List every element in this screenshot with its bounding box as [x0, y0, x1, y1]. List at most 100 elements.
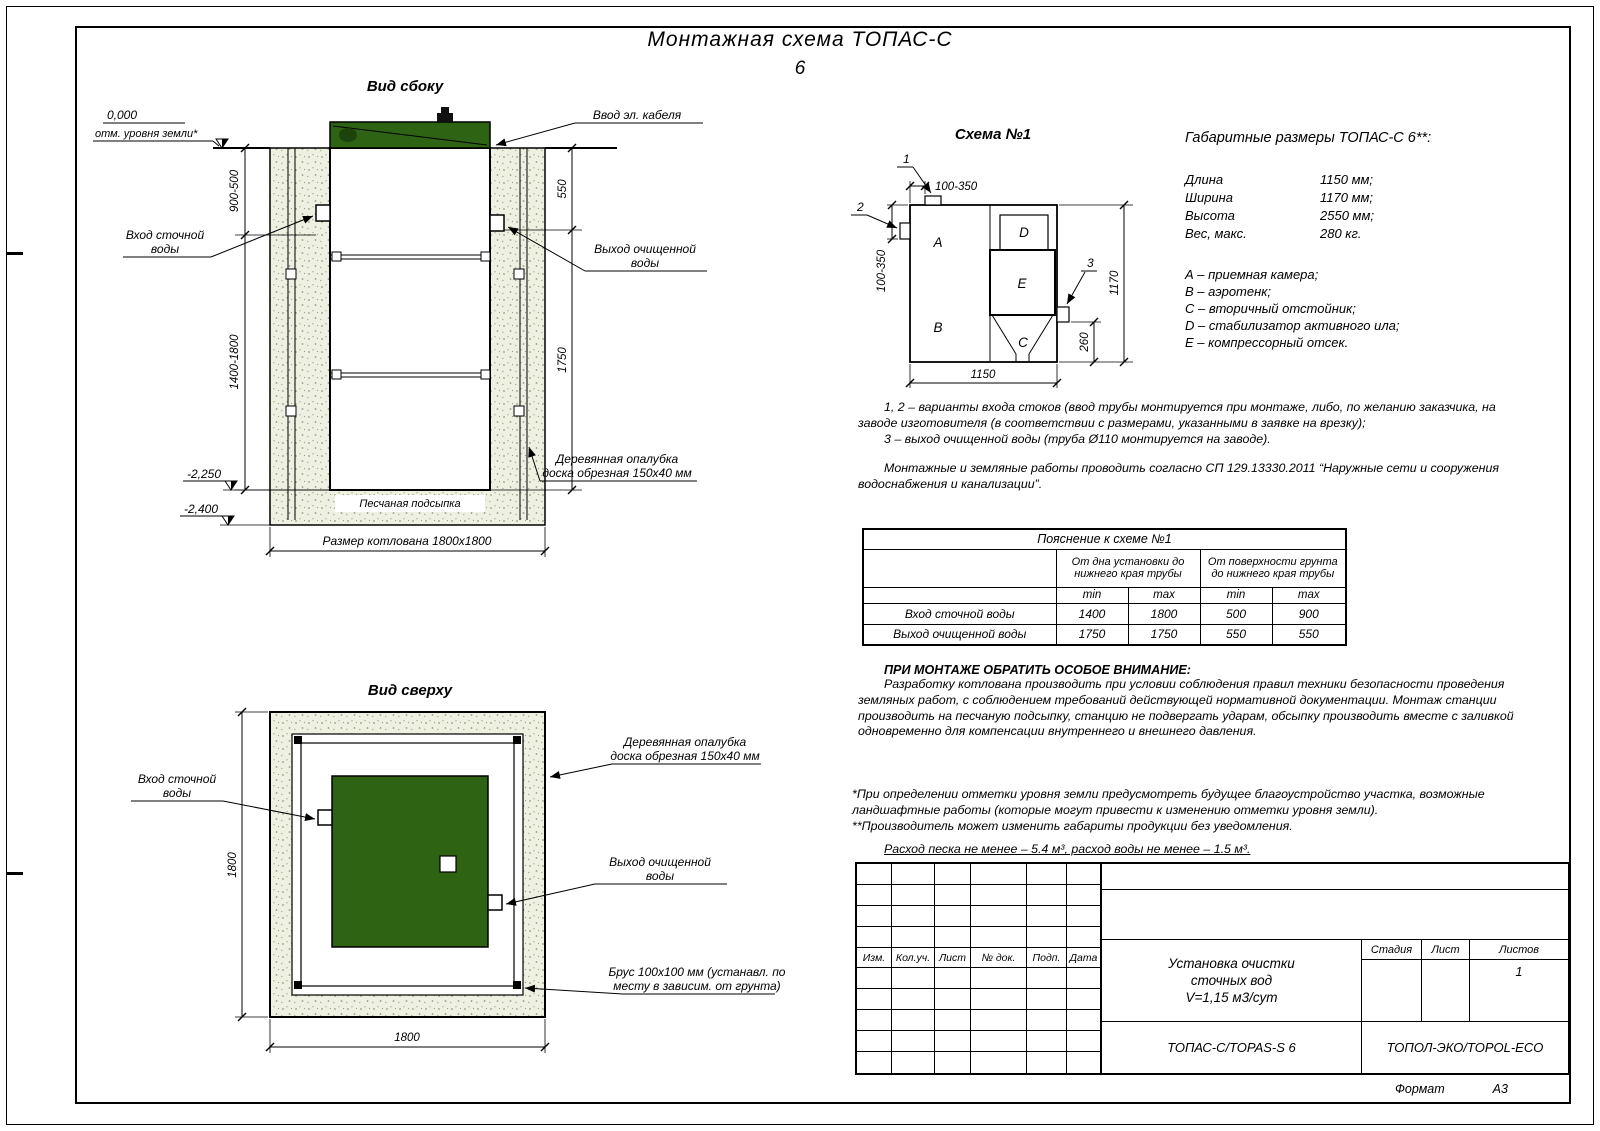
legend-item: D – стабилизатор активного ила;: [1185, 318, 1400, 333]
consumption-note: Расход песка не менее – 5.4 м³, расход в…: [884, 842, 1251, 857]
format-label: Формат: [1395, 1082, 1445, 1096]
svg-text:100-350: 100-350: [876, 249, 888, 292]
scheme1-drawing: Схема №1 A B C D E 1 2 3 100-350: [851, 126, 1133, 388]
tank-lid: [329, 107, 491, 149]
dim-bottom-plan: 1800: [265, 1019, 550, 1053]
svg-text:Песчаная подсыпка: Песчаная подсыпка: [359, 498, 460, 510]
min-header: min: [1199, 586, 1273, 604]
dim-right: 550 1750: [490, 143, 582, 495]
compartment-d-label: D: [1019, 225, 1029, 240]
table-empty-cell: [862, 548, 1057, 588]
col-header-dok: № док.: [971, 947, 1027, 969]
elevation-zero: 0,000 отм. уровня земли*: [93, 108, 229, 149]
svg-text:1800: 1800: [394, 1032, 420, 1044]
dim-label: Высота: [1185, 208, 1235, 223]
formwork-boards: [285, 148, 528, 520]
formwork-callout: Деревянная опалубка доска обрезная 150х4…: [528, 446, 697, 482]
scheme-dim-bottom: 1150: [905, 364, 1062, 388]
svg-text:доска обрезная 150х40 мм: доска обрезная 150х40 мм: [542, 466, 691, 480]
title-block-grid: Изм. Кол.уч. Лист № док. Подп. Дата: [857, 864, 1102, 1073]
svg-text:3: 3: [1087, 256, 1094, 270]
row-value: 550: [1199, 623, 1273, 646]
dim-left-lower: 1400-1800: [229, 334, 241, 390]
formwork-inner: [300, 742, 515, 987]
outlet-pipe-plan: [487, 894, 503, 911]
attention-body: Разработку котлована производить при усл…: [858, 677, 1514, 739]
elevation-pit-bottom: -2,400: [180, 502, 270, 526]
max-header: max: [1271, 586, 1347, 604]
title-block-right: Установка очистки сточных вод V=1,15 м3/…: [1102, 864, 1568, 1073]
svg-text:Деревянная опалубка: Деревянная опалубка: [622, 735, 747, 749]
dim-label: Ширина: [1185, 190, 1234, 205]
table-row: Выход очищенной воды 1750 1750 550 550: [862, 623, 1347, 646]
svg-text:воды: воды: [163, 786, 191, 800]
compartment-c-label: C: [1018, 335, 1028, 350]
beam-callout-plan: Брус 100х100 мм (устанавл. по месту в за…: [524, 965, 785, 995]
row-value: 900: [1271, 602, 1347, 625]
scheme-dim-right: 1170: [1059, 200, 1133, 367]
cable-callout-label: Ввод эл. кабеля: [593, 108, 682, 122]
title-block-main: Установка очистки сточных вод V=1,15 м3/…: [1102, 940, 1568, 1022]
elevation-zero-value: 0,000: [107, 108, 137, 122]
centering-mark: [7, 252, 23, 255]
row-value: 550: [1271, 623, 1347, 646]
dim-left-upper: 900-500: [229, 169, 241, 212]
col-header-data: Дата: [1067, 948, 1100, 969]
title-block-blank-row: [1102, 890, 1568, 940]
sheet-header: Лист: [1422, 940, 1470, 959]
title-block-bottom: ТОПАС-С/TOPAS-S 6 ТОПОЛ-ЭКО/TOPOL-ECO: [1102, 1022, 1568, 1073]
drawing-title-line1: Монтажная схема ТОПАС-С: [647, 28, 953, 51]
outlet-callout-plan: Выход очищенной воды: [505, 855, 727, 906]
table-group1-header: От дна установки до нижнего края трубы: [1055, 548, 1201, 588]
corner-beams: [294, 736, 521, 989]
inlet-variant2-stub: [899, 222, 911, 240]
svg-text:1800: 1800: [227, 852, 239, 878]
vent-plan: [439, 855, 457, 873]
scheme-dim-left: 100-350: [876, 200, 908, 292]
max-header: max: [1127, 586, 1201, 604]
elevation-tank-bottom-value: -2,250: [187, 467, 221, 481]
cable-callout: Ввод эл. кабеля: [495, 108, 703, 147]
dim-value: 2550 мм;: [1320, 208, 1374, 223]
legend-item: Е – компрессорный отсек.: [1185, 335, 1349, 350]
col-header-izm: Изм.: [857, 947, 892, 969]
dim-label: Вес, макс.: [1185, 226, 1247, 241]
pit-size-dim: Размер котлована 1800х1800: [265, 527, 550, 557]
tank-body: [329, 147, 491, 491]
compartment-a-label: A: [932, 235, 942, 250]
svg-text:воды: воды: [151, 242, 179, 256]
callout-3: 3: [1066, 256, 1097, 305]
inlet-pipe-plan: [317, 809, 333, 826]
dim-right-lower: 1750: [557, 347, 569, 373]
svg-text:воды: воды: [646, 869, 674, 883]
sheets-header: Листов: [1498, 943, 1540, 956]
svg-text:Вход сточной: Вход сточной: [138, 772, 217, 786]
overall-dimensions-title: Габаритные размеры ТОПАС-С 6**:: [1185, 130, 1432, 146]
project-name: Установка очистки сточных вод V=1,15 м3/…: [1102, 940, 1362, 1021]
dim-value: 1150 мм;: [1320, 172, 1374, 187]
attention-title: ПРИ МОНТАЖЕ ОБРАТИТЬ ОСОБОЕ ВНИМАНИЕ:: [884, 663, 1191, 677]
centering-mark: [7, 872, 23, 875]
dim-label: Длина: [1185, 172, 1224, 187]
note-inlet-variants: 1, 2 – варианты входа стоков (ввод трубы…: [858, 400, 1496, 430]
formwork-callout-plan: Деревянная опалубка доска обрезная 150х4…: [549, 735, 761, 779]
explanation-table: Пояснение к схеме №1 От дна установки до…: [862, 528, 1348, 646]
model-name: ТОПАС-С/TOPAS-S 6: [1102, 1022, 1362, 1073]
svg-text:Выход очищенной: Выход очищенной: [609, 855, 711, 869]
svg-text:месту в зависим. от грунта): месту в зависим. от грунта): [613, 979, 780, 993]
legend-item: С – вторичный отстойник;: [1185, 301, 1356, 316]
footnote-ground-level: *При определении отметки уровня земли пр…: [852, 787, 1485, 817]
svg-text:Вход сточной: Вход сточной: [126, 228, 205, 242]
callout-2: 2: [851, 200, 898, 229]
title-block: Изм. Кол.уч. Лист № док. Подп. Дата Уста…: [855, 862, 1570, 1075]
unit-plan: [331, 775, 489, 948]
outlet-callout: Выход очищенной воды: [507, 226, 707, 272]
stage-value: [1362, 960, 1422, 1021]
compartment-e-box: [989, 249, 1056, 316]
dim-value: 280 кг.: [1320, 226, 1362, 241]
legend-item: А – приемная камера;: [1185, 267, 1319, 282]
svg-text:2: 2: [856, 200, 864, 214]
row-value: 500: [1199, 602, 1273, 625]
